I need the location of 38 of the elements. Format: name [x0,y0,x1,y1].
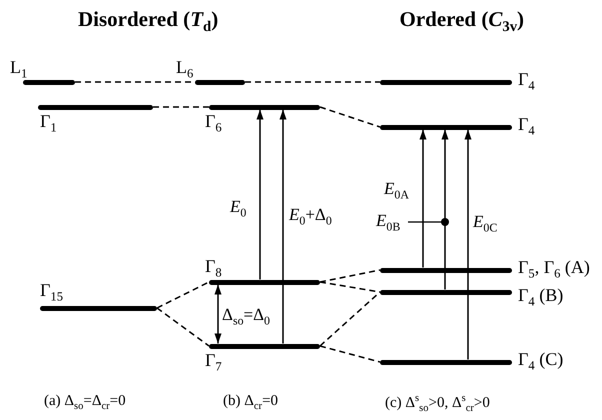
edge-label: Δ$_{so}$=Δ$_{0}$ [222,306,270,328]
correlation-line [153,106,209,108]
correlation-line [320,345,380,363]
edge-label: E$_{0C}$ [473,213,498,234]
correlation-line [245,81,380,83]
level-label: L$_{1}$ [10,58,28,82]
correlation-line [320,106,380,128]
transition-arrow [420,130,426,268]
transition-arrow [464,130,472,360]
edge-label: E$_{0}$ [230,198,246,220]
edge-label: E$_{0B}$ [376,212,400,234]
level-label: Γ$_{4}$ [518,115,535,138]
level-label: Γ$_{6}$ [205,112,222,136]
panel-caption: (a) Δ$_{so}$=Δ$_{cr}$=0 [44,393,126,413]
column-heading: Ordered (C$_{3v}$) [400,8,524,36]
transition-arrow [280,110,286,344]
level-label: L$_{6}$ [176,58,194,82]
panel-caption: (c) Δ$^{s}$$_{so}$>0, Δ$^{s}$$_{cr}$>0 [385,393,490,415]
double-arrow [214,284,222,344]
level-label: Γ$_{8}$ [205,257,222,280]
level-label: Γ$_{15}$ [40,281,63,304]
correlation-line [320,269,380,283]
transition-arrow [256,110,264,280]
level-label: Γ$_{7}$ [205,351,222,374]
level-label: Γ$_{5}$, Γ$_{6}$ (A) [518,258,590,282]
level-label: Γ$_{4}$ [518,70,535,94]
edge-label: E$_{0A}$ [384,180,409,202]
level-label: Γ$_{1}$ [40,112,57,136]
edge-label: E$_{0}$+Δ$_{0}$ [289,206,332,228]
column-heading: Disordered (T$_{d}$) [78,8,218,36]
panel-caption: (b) Δ$_{cr}$=0 [223,393,278,413]
transition-arrow [442,130,448,290]
correlation-line [156,281,210,309]
level-label: Γ$_{4}$ (C) [518,350,564,374]
correlation-line [320,281,380,293]
correlation-line [320,291,380,347]
correlation-line [156,307,210,347]
level-label: Γ$_{4}$ (B) [518,286,564,310]
